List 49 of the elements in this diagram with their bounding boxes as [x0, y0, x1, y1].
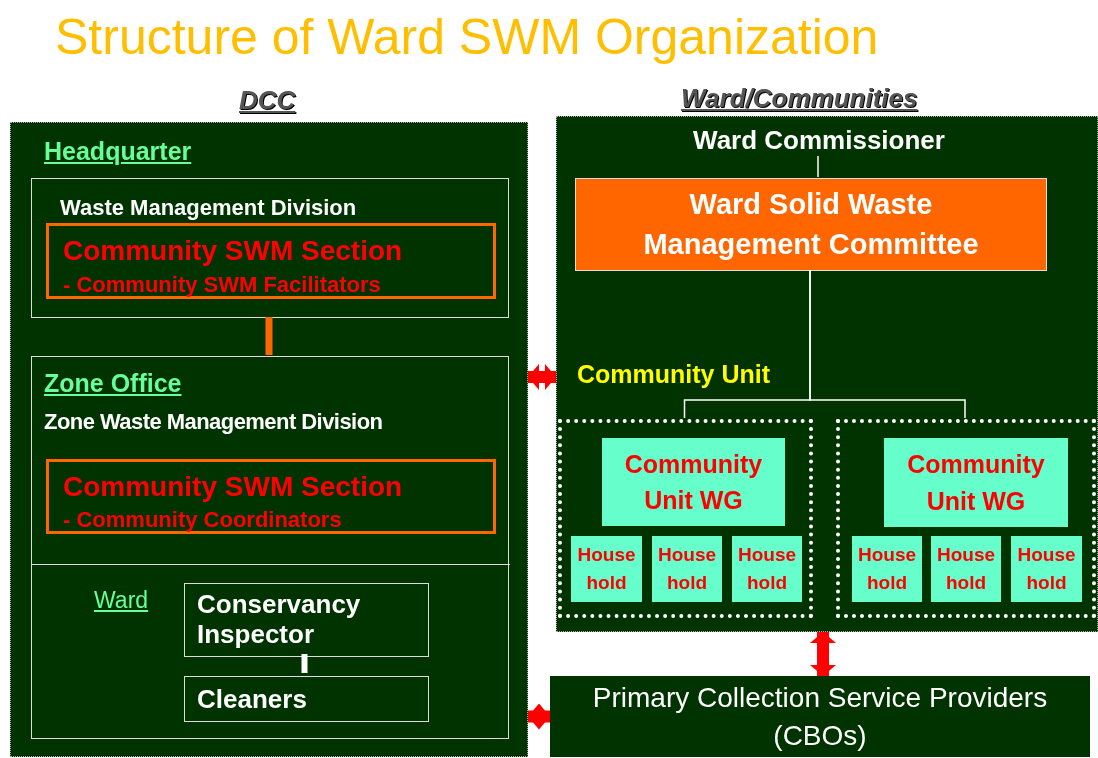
node-label: Ward Solid Waste Management Committee	[642, 187, 980, 262]
node-label: House hold	[856, 542, 918, 595]
section-subtitle: - Community SWM Facilitators	[63, 271, 381, 299]
committee-box	[575, 178, 1047, 271]
role-box	[184, 583, 429, 657]
provider-box	[550, 676, 1090, 757]
double-arrow	[810, 632, 836, 676]
node-label: House hold	[576, 542, 637, 595]
household-box	[732, 536, 802, 602]
double-arrow	[528, 703, 550, 730]
node-label: Community Unit WG	[623, 448, 764, 516]
diagram-title: Structure of Ward SWM Organization	[55, 8, 879, 67]
double-arrow	[528, 364, 556, 390]
group-box	[602, 438, 785, 526]
group-label: Community Unit	[577, 359, 771, 390]
role-box	[184, 676, 429, 722]
section-heading: Headquarter	[44, 136, 192, 167]
node-label: House hold	[656, 542, 718, 595]
group-box	[884, 438, 1068, 527]
node-label: Conservancy Inspector	[197, 590, 362, 650]
section-subtitle: - Community Coordinators	[63, 506, 342, 534]
household-box	[652, 536, 722, 602]
section-box	[46, 459, 496, 534]
household-box	[571, 536, 642, 602]
node-label: House hold	[736, 542, 798, 595]
panel-heading: Ward/Communities	[681, 82, 918, 115]
connector-line	[301, 654, 308, 673]
section-heading: Zone Office	[44, 368, 182, 399]
node-label: House hold	[935, 542, 997, 595]
division-title: Waste Management Division	[60, 194, 357, 222]
node-label: House hold	[1016, 542, 1077, 595]
unit-group-box	[836, 419, 1096, 618]
connector-line	[809, 269, 966, 419]
office-box	[31, 356, 509, 739]
section-title: Community SWM Section	[63, 234, 403, 268]
division-title: Zone Waste Management Division	[44, 408, 383, 436]
panel-heading: DCC	[239, 84, 296, 117]
section-title: Community SWM Section	[63, 470, 403, 504]
section-heading: Ward	[94, 586, 149, 615]
node-label: Primary Collection Service Providers (CBOs)	[591, 680, 1049, 753]
node-label: Community Unit WG	[906, 449, 1046, 517]
connector-line	[817, 155, 819, 178]
node-label: Cleaners	[197, 682, 307, 716]
household-box	[852, 536, 922, 602]
section-box	[46, 223, 496, 299]
unit-group-box	[558, 419, 813, 618]
household-box	[931, 536, 1001, 602]
node-label: Ward Commissioner	[693, 123, 945, 157]
household-box	[1011, 536, 1082, 602]
